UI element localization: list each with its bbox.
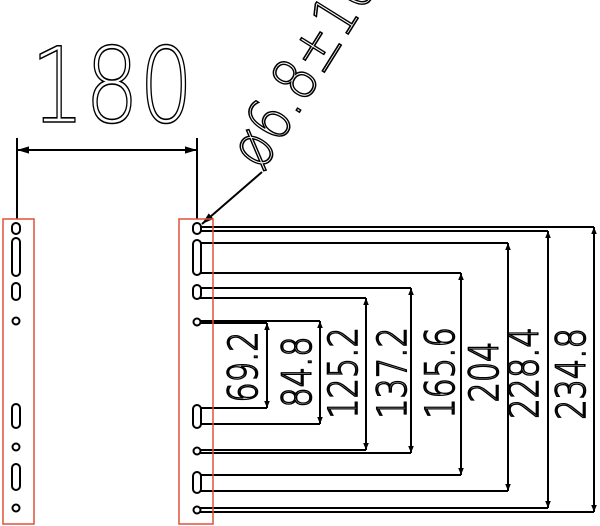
spacing-dimension-label: 180 — [31, 27, 194, 147]
round-hole — [192, 505, 202, 515]
vertical-dimension-labels: 69.2 84.8 125.2 137.2 165.6 204 228.4 23… — [219, 326, 596, 420]
left-rail — [2, 218, 35, 525]
left-rail-frame — [2, 218, 35, 525]
label-137-2: 137.2 — [368, 327, 415, 419]
slot-hole — [11, 463, 21, 491]
slot-hole — [11, 237, 21, 277]
label-69-2: 69.2 — [219, 331, 266, 402]
label-234-8: 234.8 — [547, 328, 594, 420]
label-165-6: 165.6 — [416, 327, 463, 419]
slot-hole — [11, 222, 21, 235]
right-rail — [178, 218, 214, 525]
right-rail-frame — [178, 218, 214, 525]
round-hole — [11, 503, 21, 513]
vertical-dimension-lines — [199, 226, 597, 513]
spacing-dimension: 180 — [16, 26, 198, 219]
slot-hole — [11, 282, 21, 301]
hole-diameter-callout: ø6.8±10 — [201, 0, 392, 225]
slot-hole — [192, 239, 202, 276]
slot-hole — [11, 403, 21, 429]
slot-hole — [192, 284, 202, 300]
slot-hole — [192, 222, 202, 235]
round-hole — [11, 316, 21, 326]
round-hole — [192, 446, 202, 456]
slot-hole — [192, 471, 202, 494]
label-125-2: 125.2 — [319, 327, 366, 419]
round-hole — [192, 317, 202, 327]
leader-arrow — [201, 171, 263, 225]
label-228-4: 228.4 — [500, 327, 547, 419]
hole-diameter-label: ø6.8±10 — [215, 0, 391, 180]
round-hole — [11, 442, 21, 452]
label-204: 204 — [460, 341, 507, 402]
label-84-8: 84.8 — [273, 336, 320, 407]
slot-hole — [192, 404, 202, 429]
